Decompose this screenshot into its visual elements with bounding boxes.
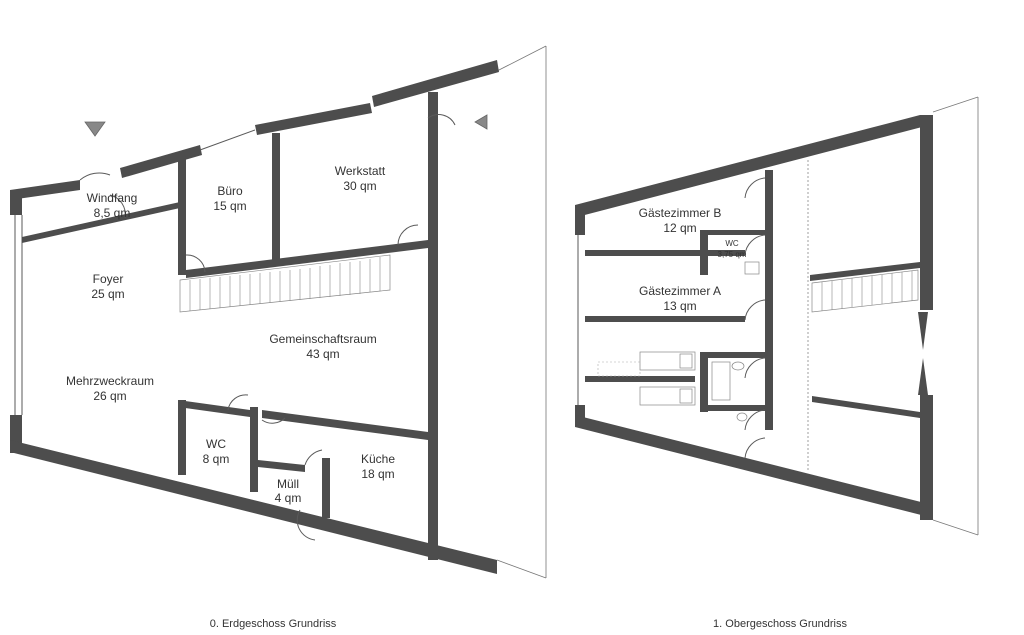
- outer-wall: [372, 60, 499, 107]
- door-swing: [397, 224, 419, 246]
- interior-wall: [700, 352, 765, 358]
- interior-wall: [810, 262, 920, 281]
- interior-wall: [700, 230, 708, 275]
- interior-wall: [585, 250, 745, 256]
- interior-wall: [258, 460, 305, 472]
- door-swing: [296, 449, 323, 541]
- room-area: 8,5 qm: [94, 206, 131, 220]
- interior-wall: [178, 155, 186, 275]
- door-swing: [744, 234, 766, 256]
- room-name: Windfang: [87, 191, 138, 205]
- outer-wall: [575, 115, 922, 217]
- outer-wall: [575, 205, 585, 235]
- room-area: 26 qm: [93, 389, 126, 403]
- outer-wall: [255, 103, 372, 135]
- room-name: Müll: [277, 477, 299, 491]
- site-line: [496, 559, 547, 579]
- upper-floor-plan: Gästezimmer B 12 qm WC 3,75 qm Gästezimm…: [575, 96, 979, 630]
- room-name: Büro: [217, 184, 243, 198]
- interior-wall: [765, 170, 773, 430]
- door-swing: [79, 172, 126, 219]
- shelf-outline: [597, 361, 641, 377]
- room-area: 12 qm: [663, 221, 696, 235]
- interior-wall: [272, 133, 280, 261]
- outer-wall: [10, 190, 22, 215]
- room-area: 30 qm: [343, 179, 376, 193]
- door-swing: [744, 177, 766, 199]
- bed-icon: [639, 386, 696, 406]
- floor-caption: 1. Obergeschoss Grundriss: [713, 618, 847, 630]
- site-line: [496, 45, 547, 72]
- stair-icon: [179, 254, 391, 313]
- bed-icon: [639, 351, 696, 371]
- door-swing: [185, 254, 206, 273]
- room-area: 8 qm: [203, 452, 230, 466]
- interior-wall: [585, 376, 695, 382]
- room-name: Gästezimmer B: [639, 206, 722, 220]
- door-swing: [744, 409, 766, 431]
- window-line: [199, 129, 256, 151]
- room-name: Foyer: [93, 272, 124, 286]
- interior-wall: [812, 396, 920, 418]
- room-area: 43 qm: [306, 347, 339, 361]
- interior-wall: [250, 407, 258, 492]
- room-name: Mehrzweckraum: [66, 374, 154, 388]
- outer-wall: [920, 115, 933, 310]
- interior-wall: [322, 458, 330, 518]
- interior-wall: [178, 400, 186, 475]
- room-area: 15 qm: [213, 199, 246, 213]
- ground-floor-plan: Windfang 8,5 qm Büro 15 qm Werkstatt 30 …: [10, 45, 547, 630]
- site-line: [932, 519, 979, 536]
- interior-wall: [178, 400, 250, 417]
- interior-wall: [700, 352, 708, 412]
- door-swing: [261, 417, 286, 424]
- door-swing: [744, 437, 766, 459]
- outer-wall: [428, 92, 438, 560]
- interior-wall: [585, 316, 745, 322]
- interior-wall: [700, 230, 765, 235]
- wall-taper: [918, 312, 928, 350]
- outer-wall: [575, 405, 585, 427]
- interior-wall: [262, 410, 428, 440]
- room-name: Küche: [361, 452, 395, 466]
- stair-icon: [811, 269, 919, 313]
- room-area: 4 qm: [275, 491, 302, 505]
- room-name: Gästezimmer A: [639, 284, 721, 298]
- interior-wall: [186, 240, 428, 278]
- wall-taper: [918, 358, 928, 395]
- outer-wall: [575, 415, 933, 518]
- door-swing: [227, 394, 249, 411]
- room-name: Gemeinschaftsraum: [269, 332, 376, 346]
- toilet-icon: [736, 412, 748, 422]
- room-name: WC: [725, 239, 739, 248]
- room-area: 18 qm: [361, 467, 394, 481]
- outer-wall: [10, 180, 80, 200]
- site-line: [932, 96, 979, 113]
- outer-wall: [10, 440, 497, 574]
- sink-icon: [744, 261, 760, 275]
- entrance-arrow-icon: [474, 114, 488, 130]
- room-area: 13 qm: [663, 299, 696, 313]
- room-area: 3,75 qm: [718, 250, 747, 259]
- interior-wall: [22, 202, 180, 243]
- bathtub-icon: [711, 361, 731, 401]
- entrance-arrow-icon: [84, 121, 106, 137]
- interior-wall: [700, 405, 765, 411]
- door-swing: [744, 357, 766, 379]
- sink-icon: [731, 361, 745, 371]
- room-name: WC: [206, 437, 226, 451]
- floor-caption: 0. Erdgeschoss Grundriss: [210, 618, 337, 630]
- door-swing: [744, 299, 766, 321]
- room-area: 25 qm: [91, 287, 124, 301]
- door-swing: [427, 114, 456, 126]
- outer-wall: [120, 145, 202, 178]
- room-name: Werkstatt: [335, 164, 386, 178]
- outer-wall: [920, 395, 933, 520]
